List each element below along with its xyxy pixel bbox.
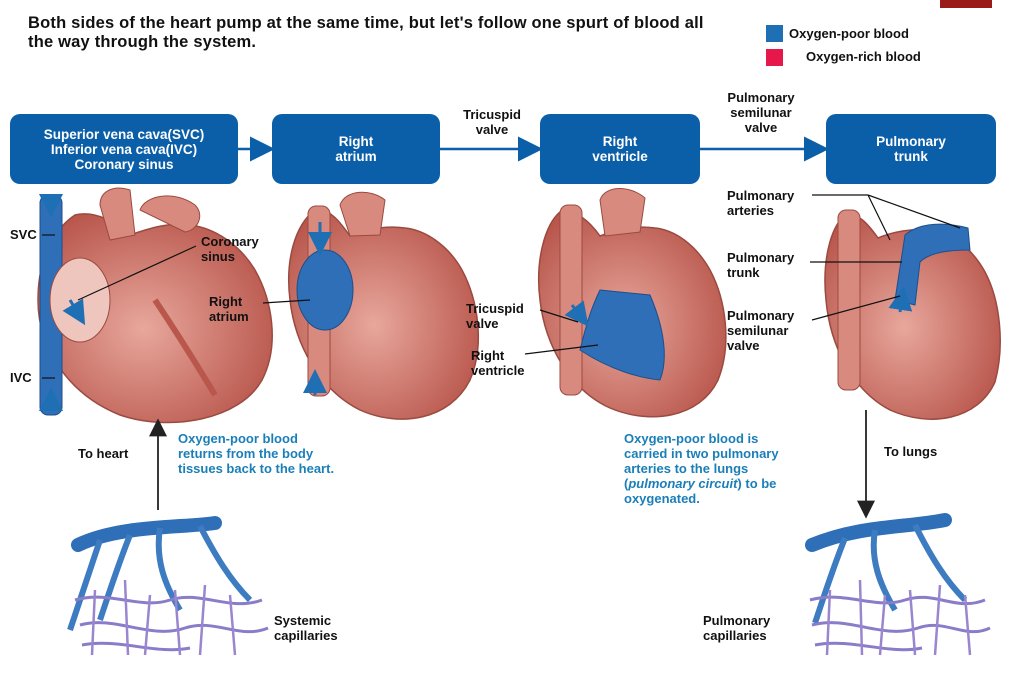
label-pulmonary-semilunar-valve: Pulmonary semilunar valve bbox=[727, 308, 795, 353]
heart-illustration-1 bbox=[37, 187, 273, 424]
flow-box-line: Inferior vena cava(IVC) bbox=[50, 141, 198, 157]
flow-box-line: trunk bbox=[894, 149, 928, 164]
pulmonary-capillary-bed bbox=[805, 513, 991, 656]
heart-illustration-3 bbox=[537, 188, 727, 418]
valve-label-tricuspid: Tricuspid valve bbox=[463, 107, 521, 137]
label-tricuspid-valve: Tricuspid valve bbox=[466, 301, 524, 331]
label-right-ventricle: Right ventricle bbox=[471, 348, 525, 378]
legend-label-oxygen-poor: Oxygen-poor blood bbox=[789, 26, 909, 41]
label-systemic-capillaries: Systemic capillaries bbox=[274, 613, 338, 643]
flow-box-line: Right bbox=[602, 134, 638, 149]
flow-box-pulmonary-trunk: Pulmonary trunk bbox=[826, 114, 996, 184]
note-text: ) to be oxygenated. bbox=[624, 476, 777, 506]
heart-illustration-2 bbox=[287, 191, 480, 420]
legend-swatch-oxygen-poor bbox=[766, 25, 783, 42]
label-coronary-sinus: Coronary sinus bbox=[201, 234, 259, 264]
flow-box-line: Superior vena cava(SVC) bbox=[43, 126, 205, 142]
label-pulmonary-trunk: Pulmonary trunk bbox=[727, 250, 795, 280]
note-text: Oxygen-poor blood is carried in two pulm… bbox=[624, 431, 779, 491]
label-to-lungs: To lungs bbox=[884, 444, 938, 459]
heart-illustration-4 bbox=[824, 209, 1001, 420]
note-pulmonary-circuit: Oxygen-poor blood is carried in two pulm… bbox=[624, 431, 779, 506]
corner-accent-bar bbox=[940, 0, 992, 8]
note-italic-term: pulmonary circuit bbox=[628, 476, 738, 491]
flow-box-line: Pulmonary bbox=[876, 134, 946, 149]
flow-box-vena-cavae: Superior vena cava(SVC) Inferior vena ca… bbox=[10, 114, 238, 184]
label-ivc: IVC bbox=[10, 370, 32, 385]
legend-swatch-oxygen-rich bbox=[766, 49, 783, 66]
flow-box-line: atrium bbox=[335, 149, 377, 164]
flow-box-right-ventricle: Right ventricle bbox=[540, 114, 700, 184]
label-pulmonary-arteries: Pulmonary arteries bbox=[727, 188, 795, 218]
label-to-heart: To heart bbox=[78, 446, 129, 461]
flow-box-line: Coronary sinus bbox=[74, 156, 174, 172]
flow-box-line: Right bbox=[338, 134, 374, 149]
label-right-atrium: Right atrium bbox=[209, 294, 249, 324]
note-systemic-return: Oxygen-poor blood returns from the body … bbox=[178, 431, 335, 476]
systemic-capillary-bed bbox=[67, 516, 269, 656]
label-pulmonary-capillaries: Pulmonary capillaries bbox=[703, 613, 771, 643]
flow-box-line: ventricle bbox=[592, 149, 648, 164]
label-svc: SVC bbox=[10, 227, 37, 242]
valve-label-pulmonary-semilunar: Pulmonary semilunar valve bbox=[727, 90, 795, 135]
flow-box-right-atrium: Right atrium bbox=[272, 114, 440, 184]
intro-text: Both sides of the heart pump at the same… bbox=[28, 14, 704, 51]
legend-label-oxygen-rich: Oxygen-rich blood bbox=[806, 49, 921, 64]
